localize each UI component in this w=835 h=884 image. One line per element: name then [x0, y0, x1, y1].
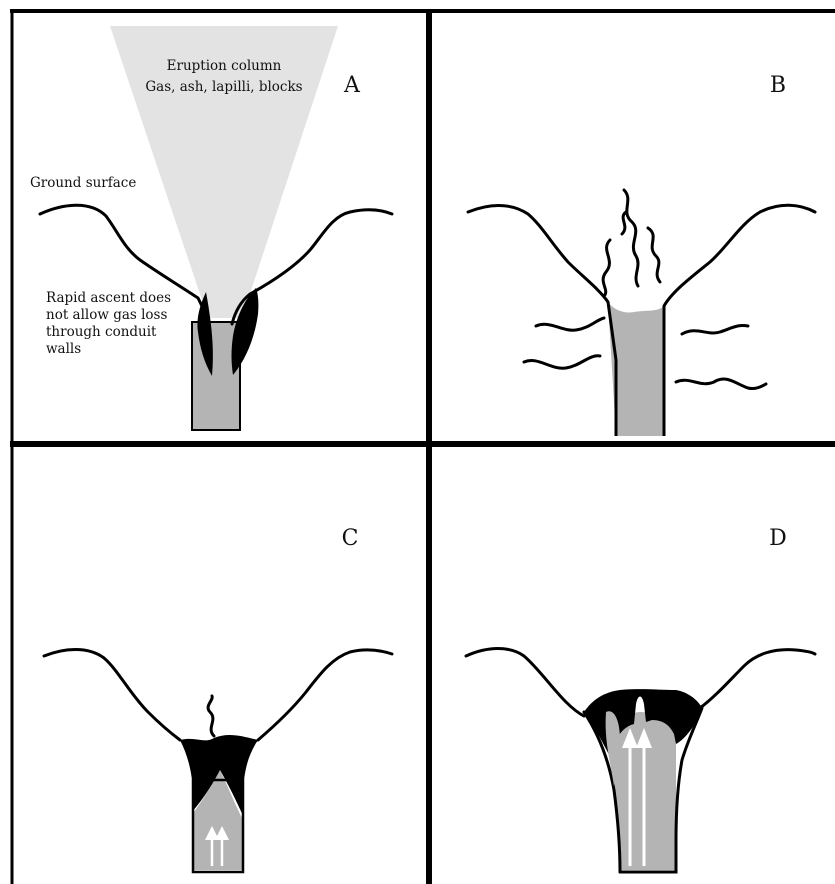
gas-loss-note-line-2: not allow gas loss: [46, 307, 167, 323]
gas-wisp-5: [536, 318, 604, 330]
panel-letter-a: A: [343, 73, 361, 98]
panel-a: Eruption column Gas, ash, lapilli, block…: [30, 26, 392, 430]
gas-wisp-1: [603, 240, 610, 296]
ground-surface-line-b: [468, 205, 815, 306]
panel-d: D: [466, 526, 815, 872]
gas-wisp-8: [676, 379, 766, 389]
gas-wisp-c: [208, 696, 214, 736]
ground-surface-line-d: [466, 649, 815, 717]
eruption-column-label: Eruption column: [167, 58, 282, 74]
eruption-column-contents-label: Gas, ash, lapilli, blocks: [145, 79, 302, 95]
panel-b: B: [468, 73, 815, 436]
gas-loss-note-line-3: through conduit: [46, 324, 157, 340]
panel-frame: [10, 10, 835, 884]
gas-wisp-2: [624, 190, 638, 286]
gas-loss-note-line-1: Rapid ascent does: [46, 290, 171, 306]
gas-wisp-3: [648, 228, 660, 282]
gas-loss-note-line-4: walls: [46, 341, 81, 357]
panel-letter-d: D: [769, 526, 787, 551]
gas-wisp-6: [524, 356, 600, 368]
panel-c: C: [44, 526, 392, 872]
panel-letter-c: C: [342, 526, 359, 551]
ground-surface-label: Ground surface: [30, 175, 136, 191]
gas-wisp-7: [682, 325, 748, 334]
ground-surface-line-c: [44, 650, 392, 741]
gas-wisp-4: [622, 212, 626, 234]
panel-letter-b: B: [770, 73, 786, 98]
